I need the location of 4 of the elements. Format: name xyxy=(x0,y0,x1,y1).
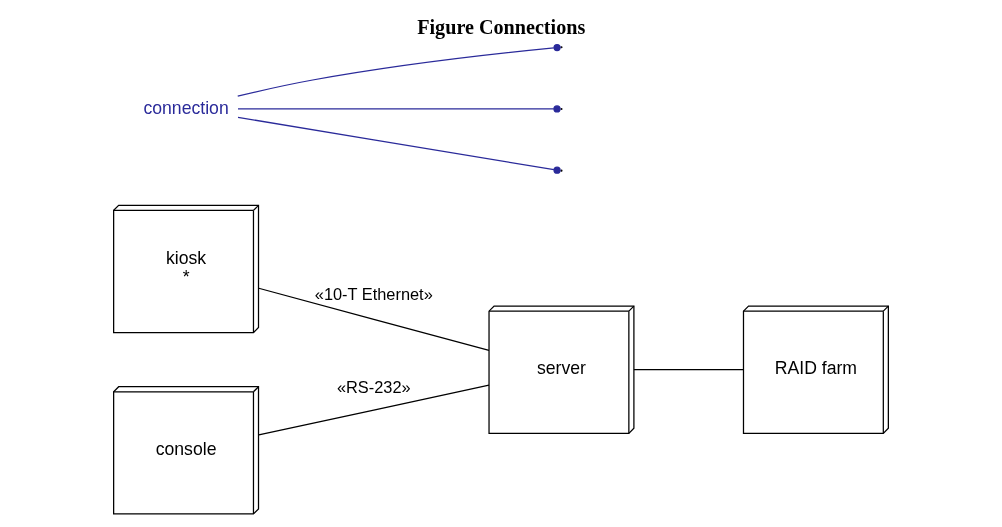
edge-label: «RS-232» xyxy=(336,377,411,396)
edge-label: «10-T Ethernet» xyxy=(314,284,433,303)
node-text: connection xyxy=(143,97,229,118)
diagram-title: Figure Connections xyxy=(417,15,586,38)
